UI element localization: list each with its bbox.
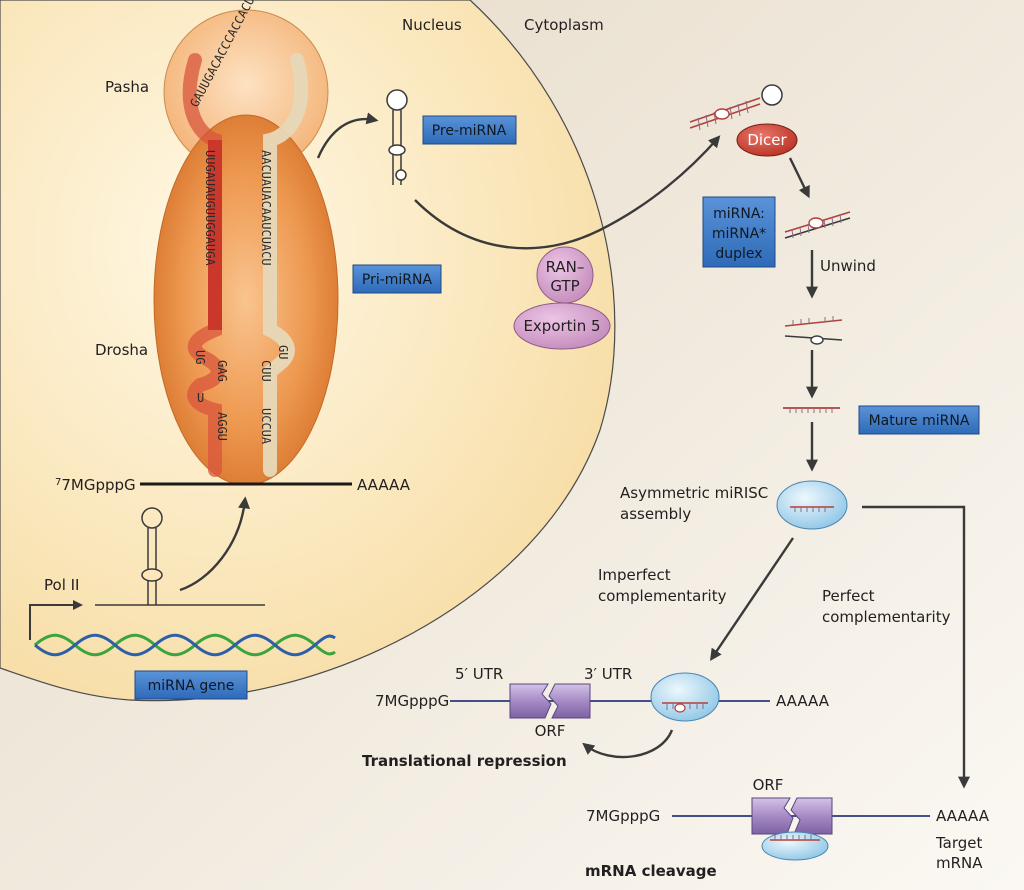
- left-bottom-sequence: AGGU: [215, 412, 229, 441]
- orf-box-cleavage: [751, 797, 833, 835]
- repression-polya-label: AAAAA: [776, 692, 830, 710]
- cleavage-cap-label: 7MGpppG: [586, 807, 660, 825]
- target-label-2: mRNA: [936, 854, 983, 872]
- utr5-label: 5′ UTR: [455, 665, 503, 683]
- mirisc-complex: [776, 480, 848, 530]
- left-bulge-1: UG: [193, 350, 207, 364]
- pol-ii-label: Pol II: [44, 576, 79, 594]
- dna-helix: [34, 633, 336, 657]
- mirna-gene-box: [134, 670, 248, 700]
- right-bulge-1: GU: [276, 345, 290, 359]
- right-mid-sequence: CUU: [259, 360, 273, 382]
- bound-bases: [666, 703, 704, 710]
- dicer-label: Dicer: [747, 131, 787, 149]
- arrow-perfect: [862, 505, 970, 789]
- exportin-label: Exportin 5: [523, 317, 600, 335]
- duplex-label-2: miRNA*: [712, 226, 766, 242]
- pol-ii-promoter-arrow: [29, 600, 83, 640]
- pre-mirna-label: Pre-miRNA: [432, 123, 507, 139]
- pri-mirna-label: Pri-miRNA: [362, 272, 433, 288]
- mirna-strand-left: [182, 53, 225, 477]
- orf-cleavage-label: ORF: [753, 776, 784, 794]
- unwinding-strands: [784, 316, 843, 345]
- repression-cap-label: 7MGpppG: [375, 692, 449, 710]
- cytoplasm-label: Cytoplasm: [524, 16, 604, 34]
- left-bulge-3: U: [197, 391, 204, 405]
- left-bulge-2: GAG: [215, 360, 229, 382]
- mirna-gene-label: miRNA gene: [148, 678, 235, 694]
- right-stem-sequence: AACUAUACAAUCUACU: [259, 150, 273, 266]
- mismatch-bulge: [674, 703, 686, 713]
- duplex-label-1: miRNA:: [713, 206, 765, 222]
- arrow-imperfect: [709, 537, 794, 661]
- arrow-dicer-to-duplex: [788, 157, 810, 199]
- orf-box-repression: [509, 683, 591, 719]
- pri-mirna-box: [352, 264, 442, 294]
- perfect-label-1: Perfect: [822, 587, 875, 605]
- dicer-substrate-hairpin: [689, 84, 783, 131]
- mirisc-bound-repression: [650, 672, 720, 722]
- drosha-label: Drosha: [95, 341, 148, 359]
- mirna-duplex: [784, 211, 851, 239]
- duplex-label-3: duplex: [715, 246, 762, 262]
- right-bottom-sequence: UCCUA: [259, 408, 273, 445]
- drosha-protein: [153, 114, 339, 486]
- ran-gtp-label-1: RAN–: [546, 258, 585, 276]
- utr3-label: 3′ UTR: [584, 665, 632, 683]
- export-arrow: [414, 135, 721, 250]
- cleavage-mirisc: [761, 831, 829, 861]
- cleavage-polya-label: AAAAA: [936, 807, 990, 825]
- ran-gtp-label-2: GTP: [550, 277, 579, 295]
- nucleus-label: Nucleus: [402, 16, 462, 34]
- pre-mirna-box: [422, 115, 517, 145]
- dicer-enzyme: [736, 123, 798, 157]
- mirisc-bases: [794, 507, 826, 512]
- mature-mirna-box: [858, 405, 980, 435]
- orf-repression-label: ORF: [535, 722, 566, 740]
- arrow-to-pre-mirna: [316, 112, 379, 159]
- imperfect-label-2: complementarity: [598, 587, 727, 605]
- nascent-hairpin: [141, 507, 163, 605]
- mirna-strand-right: [263, 53, 309, 477]
- mirisc-label-1: Asymmetric miRISC: [620, 484, 768, 502]
- exportin-5: [513, 302, 611, 350]
- pre-mirna-hairpin: [386, 89, 408, 185]
- arrow-to-drosha: [179, 496, 251, 592]
- duplex-box: [702, 196, 776, 268]
- mirisc-label-2: assembly: [620, 505, 691, 523]
- pasha-label: Pasha: [105, 78, 149, 96]
- left-stem-sequence: UUGAUAUGUUGGAUGA: [203, 150, 217, 266]
- nuclear-cap-label: 77MGpppG: [55, 476, 136, 494]
- target-label-1: Target: [935, 834, 983, 852]
- perfect-label-2: complementarity: [822, 608, 951, 626]
- unwind-label: Unwind: [820, 257, 876, 275]
- mrna-cleavage-label: mRNA cleavage: [585, 862, 717, 880]
- nuclear-polya-label: AAAAA: [357, 476, 411, 494]
- mature-mirna-strand: [783, 407, 840, 413]
- translational-repression-label: Translational repression: [362, 752, 567, 770]
- imperfect-label-1: Imperfect: [598, 566, 671, 584]
- arrow-repression: [582, 729, 674, 759]
- mature-mirna-label: Mature miRNA: [869, 413, 970, 429]
